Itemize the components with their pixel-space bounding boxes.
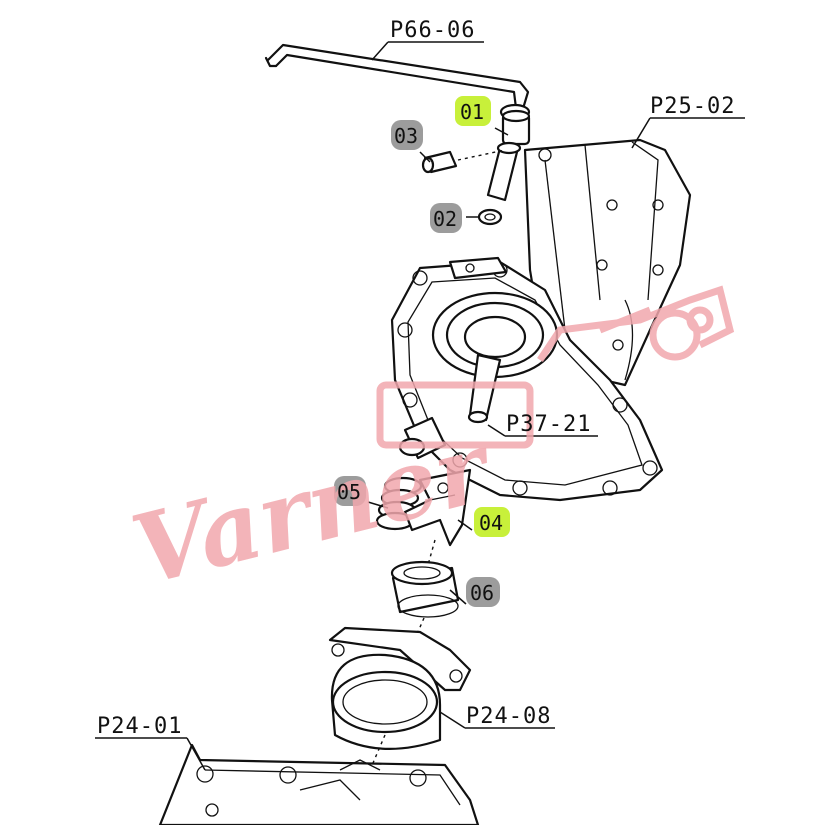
callout-01: 01: [460, 100, 484, 124]
label-p25-02: P25-02: [650, 94, 735, 119]
callout-04: 04: [479, 511, 503, 535]
callout-05: 05: [337, 480, 361, 504]
case-plate-part-p37-21: [390, 256, 664, 502]
callout-numbers: 01 03 02 05 04 06: [337, 100, 503, 605]
label-p24-08: P24-08: [466, 704, 551, 729]
highlight-badge-04: [474, 507, 510, 537]
leader-lines: [95, 41, 745, 771]
casing-part-p24-01: [158, 743, 480, 825]
callout-03: 03: [394, 124, 418, 148]
flange-part-p24-08: [328, 626, 472, 771]
fitting-part-01: [486, 109, 531, 202]
label-p66-06: P66-06: [390, 18, 475, 43]
callout-badges: [334, 96, 510, 607]
fork-part-04: [403, 468, 472, 547]
callout-02: 02: [433, 207, 457, 231]
oring-part-02: [477, 208, 503, 226]
badge-03: [391, 120, 423, 150]
highlight-badge-01: [455, 96, 491, 126]
tractor-logo-icon: [376, 285, 735, 449]
label-p24-01: P24-01: [97, 714, 182, 739]
pin-part-03: [421, 149, 506, 174]
callout-06: 06: [470, 581, 494, 605]
badge-05: [334, 476, 366, 506]
badge-06: [466, 577, 500, 607]
housing-part-p25-02: [523, 138, 692, 387]
badge-02: [430, 203, 462, 233]
label-p37-21: P37-21: [506, 412, 591, 437]
coupling-part-06: [390, 539, 460, 651]
part-labels: P66-06 P25-02 P37-21 P24-08 P24-01: [97, 18, 735, 739]
